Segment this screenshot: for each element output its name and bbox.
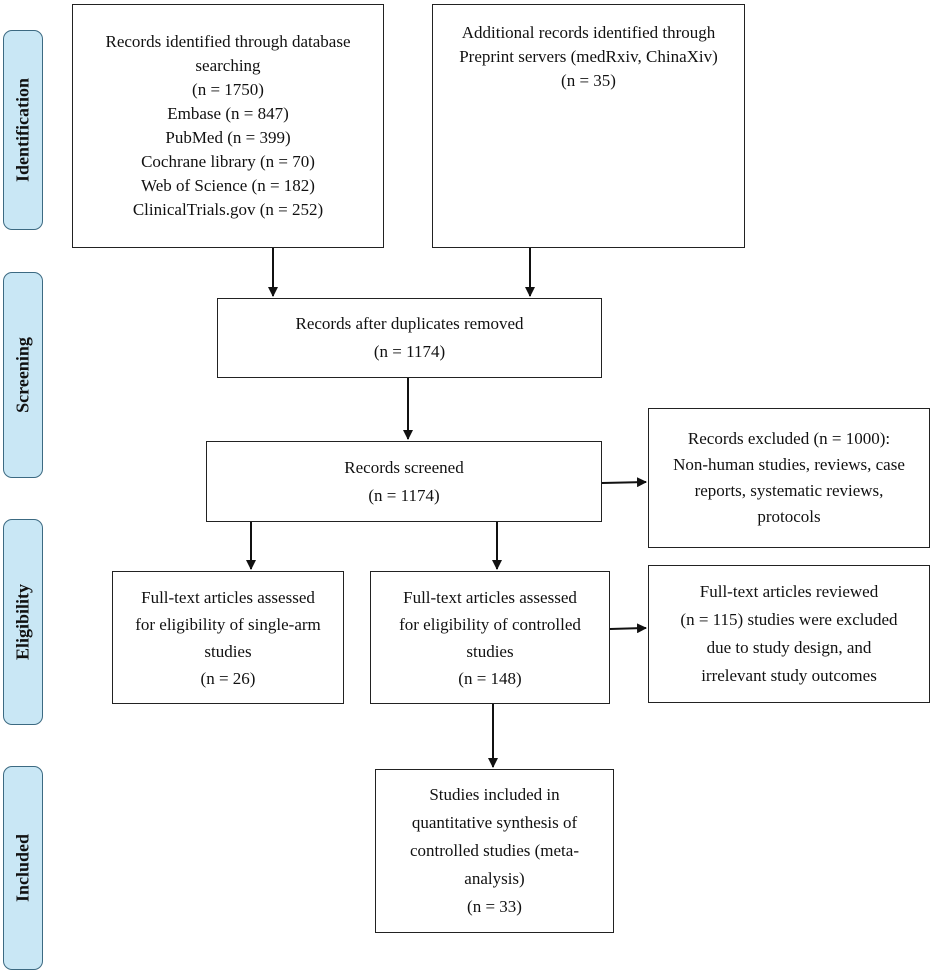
box-line: Preprint servers (medRxiv, ChinaXiv) <box>459 47 718 66</box>
box-line: searching <box>195 56 261 75</box>
box-line: studies <box>466 641 514 661</box>
box-line: reports, systematic reviews, <box>694 481 884 500</box>
box-line: due to study design, and <box>706 638 872 657</box>
arrow-screened-to-excluded <box>601 477 647 488</box>
box-line: Studies included in <box>429 785 560 804</box>
box-line: PubMed (n = 399) <box>165 128 291 147</box>
box-preprint-records: Additional records identified through Pr… <box>432 4 745 248</box>
box-line: (n = 148) <box>458 668 522 688</box>
box-line: Cochrane library (n = 70) <box>141 152 315 171</box>
box-line: (n = 33) <box>467 897 522 916</box>
stage-identification: Identification <box>3 30 43 230</box>
box-records-screened: Records screened (n = 1174) <box>206 441 602 522</box>
box-line: (n = 26) <box>200 668 256 688</box>
box-line: controlled studies (meta- <box>409 841 579 860</box>
box-line: quantitative synthesis of <box>411 813 578 832</box>
box-database-records: Records identified through database sear… <box>72 4 384 248</box>
box-duplicates-removed: Records after duplicates removed (n = 11… <box>217 298 602 378</box>
box-line: studies <box>204 641 252 661</box>
box-line: (n = 1750) <box>192 80 264 99</box>
box-line: for eligibility of single-arm <box>135 614 321 634</box>
box-line: ClinicalTrials.gov (n = 252) <box>132 200 324 219</box>
box-line: Non-human studies, reviews, case <box>673 455 905 474</box>
box-line: Records excluded (n = 1000): <box>687 429 891 448</box>
box-line: irrelevant study outcomes <box>701 666 877 685</box>
box-line: Additional records identified through <box>461 23 716 42</box>
box-line: protocols <box>757 507 821 526</box>
box-single-arm: Full-text articles assessed for eligibil… <box>112 571 344 704</box>
box-line: (n = 1174) <box>373 342 446 361</box>
box-line: (n = 1174) <box>368 485 440 505</box>
box-controlled: Full-text articles assessed for eligibil… <box>370 571 610 704</box>
arrow-controlled-to-fulltext-excluded <box>609 623 647 634</box>
box-line: Web of Science (n = 182) <box>141 176 315 195</box>
box-fulltext-excluded: Full-text articles reviewed (n = 115) st… <box>648 565 930 703</box>
box-line: Full-text articles assessed <box>403 587 577 607</box>
stage-included: Included <box>3 766 43 970</box>
box-line: Full-text articles reviewed <box>699 582 879 601</box>
stage-eligibility: Eligibility <box>3 519 43 725</box>
box-line: Full-text articles assessed <box>141 587 315 607</box>
box-records-excluded: Records excluded (n = 1000): Non-human s… <box>648 408 930 548</box>
box-line: Records identified through database <box>105 32 351 51</box>
box-line: (n = 115) studies were excluded <box>680 610 898 629</box>
box-line: analysis) <box>464 869 525 888</box>
box-studies-included: Studies included in quantitative synthes… <box>375 769 614 933</box>
box-line: Records screened <box>344 457 464 477</box>
stage-screening: Screening <box>3 272 43 478</box>
box-line: (n = 35) <box>561 71 616 90</box>
box-line: for eligibility of controlled <box>399 614 581 634</box>
box-line: Records after duplicates removed <box>295 314 524 333</box>
box-line: Embase (n = 847) <box>167 104 289 123</box>
